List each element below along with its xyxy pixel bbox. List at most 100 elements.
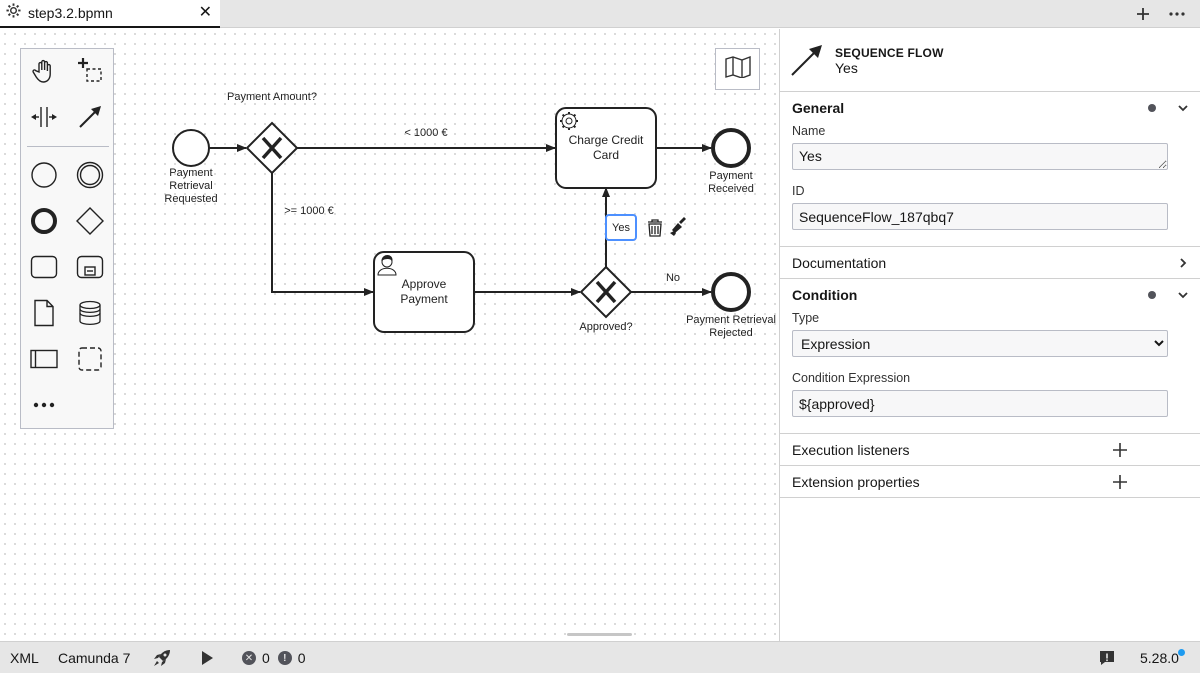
create-data-object-icon[interactable]	[28, 297, 60, 329]
group-condition-body: Type Expression Condition Expression	[780, 311, 1200, 434]
name-field[interactable]: Yes	[792, 143, 1168, 170]
panel-resize-handle[interactable]	[567, 633, 632, 636]
map-icon	[724, 55, 751, 83]
id-label: ID	[792, 184, 805, 198]
has-content-dot	[1148, 104, 1156, 112]
xml-view-button[interactable]: XML	[10, 650, 39, 666]
exclusive-gateway-payment-amount[interactable]	[245, 121, 299, 175]
group-condition-header[interactable]: Condition	[780, 279, 1200, 311]
service-task-gear-icon	[560, 112, 578, 130]
end-event-label: Payment Retrieval	[686, 314, 776, 326]
close-tab-icon[interactable]: ✕	[198, 4, 212, 21]
problems-indicator[interactable]: ✕ 0 ! 0	[242, 642, 306, 673]
end-event-label: Payment	[709, 170, 752, 182]
gateway-label: Approved?	[579, 321, 632, 333]
task-label: Payment	[400, 292, 448, 306]
lasso-tool-icon[interactable]	[74, 55, 106, 87]
user-task-approve-payment[interactable]	[373, 251, 475, 333]
bpmn-diagram: Payment Retrieval Requested Payment Amou…	[164, 91, 776, 339]
flow-label-lt: < 1000 €	[404, 127, 447, 139]
group-general-body: Name Yes ID	[780, 124, 1200, 247]
type-label: Type	[792, 311, 820, 325]
tab-filename: step3.2.bpmn	[28, 5, 113, 21]
space-tool-icon[interactable]	[28, 101, 60, 133]
version-info[interactable]: 5.28.0	[1140, 642, 1185, 673]
add-property-plus-icon[interactable]	[1112, 474, 1128, 490]
add-listener-plus-icon[interactable]	[1112, 442, 1128, 458]
start-event-label: Retrieval	[169, 180, 212, 192]
chevron-right-icon[interactable]	[1176, 256, 1190, 270]
create-pool-icon[interactable]	[28, 343, 60, 375]
task-label: Card	[593, 148, 619, 162]
more-options-icon[interactable]	[1166, 3, 1188, 25]
flow-label-yes: Yes	[612, 222, 630, 234]
end-event-received[interactable]	[711, 128, 751, 168]
start-event[interactable]	[172, 129, 210, 167]
group-title: Extension properties	[792, 473, 920, 490]
properties-panel: SEQUENCE FLOW Yes General Name Yes ID Do…	[779, 29, 1200, 641]
group-title: General	[792, 100, 845, 116]
feedback-icon[interactable]	[1098, 642, 1116, 673]
group-title: Execution listeners	[792, 441, 910, 458]
create-task-icon[interactable]	[28, 251, 60, 283]
engine-profile-button[interactable]: Camunda 7	[58, 650, 131, 666]
create-data-store-icon[interactable]	[74, 297, 106, 329]
panel-header: SEQUENCE FLOW Yes	[780, 29, 1200, 92]
condition-type-select[interactable]: Expression	[792, 330, 1168, 357]
error-icon: ✕	[242, 651, 256, 665]
sequence-flow-icon	[790, 43, 824, 82]
element-name: Yes	[835, 60, 858, 76]
end-event-rejected[interactable]	[711, 272, 751, 312]
chevron-down-icon[interactable]	[1176, 101, 1190, 115]
trash-icon[interactable]	[648, 219, 662, 237]
exclusive-gateway-approved[interactable]	[579, 265, 633, 319]
bpmn-canvas[interactable]: Payment Retrieval Requested Payment Amou…	[0, 29, 779, 641]
create-subprocess-icon[interactable]	[74, 251, 106, 283]
minimap-toggle-button[interactable]	[715, 48, 760, 90]
warning-count: 0	[297, 650, 306, 666]
create-start-event-icon[interactable]	[28, 159, 60, 191]
global-connect-tool-icon[interactable]	[74, 101, 106, 133]
error-count: 0	[262, 650, 270, 666]
selected-flow-label-box[interactable]	[605, 214, 637, 241]
status-bar: XML Camunda 7 ✕ 0 ! 0 5.28.0	[0, 641, 1200, 673]
task-label: Charge Credit	[569, 133, 644, 147]
has-content-dot	[1148, 291, 1156, 299]
gateway-label: Payment Amount?	[227, 91, 317, 103]
service-task-charge-credit-card[interactable]	[555, 107, 657, 189]
deploy-rocket-icon[interactable]	[152, 642, 172, 673]
group-execution-listeners-header[interactable]: Execution listeners	[780, 434, 1200, 466]
flow-label-no: No	[666, 272, 680, 284]
end-event-label: Received	[708, 183, 754, 195]
group-general-header[interactable]: General	[780, 92, 1200, 124]
user-task-person-icon	[377, 255, 397, 276]
paintbrush-icon[interactable]	[670, 217, 686, 236]
flow-ge-1000[interactable]	[271, 173, 374, 296]
hand-tool-icon[interactable]	[28, 55, 60, 87]
warning-icon: !	[277, 651, 292, 665]
condition-expression-label: Condition Expression	[792, 371, 911, 385]
new-tab-plus-icon[interactable]	[1132, 3, 1154, 25]
start-instance-play-icon[interactable]	[200, 642, 214, 673]
group-extension-properties-header[interactable]: Extension properties	[780, 466, 1200, 498]
update-available-dot	[1177, 649, 1185, 656]
condition-expression-field[interactable]	[792, 390, 1168, 417]
group-documentation-header[interactable]: Documentation	[780, 247, 1200, 279]
chevron-down-icon[interactable]	[1176, 288, 1190, 302]
create-end-event-icon[interactable]	[28, 205, 60, 237]
tab-bar: step3.2.bpmn ✕	[0, 0, 1200, 28]
create-group-icon[interactable]	[74, 343, 106, 375]
create-intermediate-event-icon[interactable]	[74, 159, 106, 191]
create-gateway-icon[interactable]	[74, 205, 106, 237]
end-event-label: Rejected	[709, 327, 752, 339]
version-number: 5.28.0	[1140, 650, 1179, 666]
tab-step3-2[interactable]: step3.2.bpmn ✕	[0, 0, 220, 28]
more-elements-icon[interactable]	[28, 389, 60, 421]
id-field[interactable]	[792, 203, 1168, 230]
start-event-label: Requested	[164, 193, 217, 205]
name-label: Name	[792, 124, 826, 138]
task-label: Approve	[402, 277, 447, 291]
group-title: Documentation	[792, 254, 887, 271]
start-event-label: Payment	[169, 167, 212, 179]
gear-icon	[6, 3, 21, 23]
